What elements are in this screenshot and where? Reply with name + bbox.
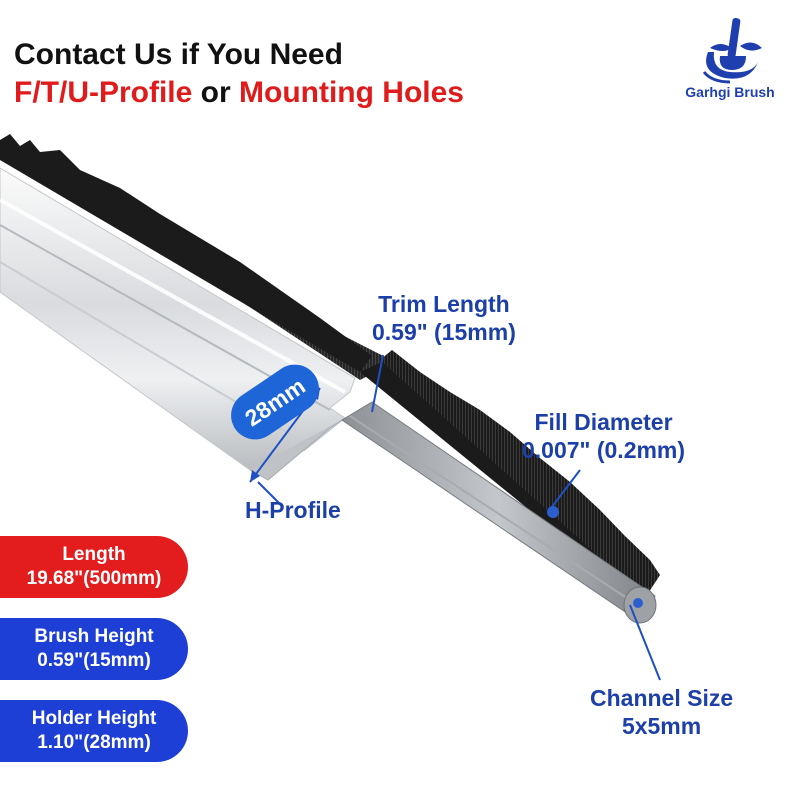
spec-length: Length 19.68"(500mm) [0, 536, 188, 598]
trim-length-value: 0.59" (15mm) [372, 319, 516, 345]
channel-size-callout: Channel Size 5x5mm [590, 684, 733, 740]
spec-holder-height-label: Holder Height [31, 708, 157, 729]
spec-brush-height: Brush Height 0.59"(15mm) [0, 618, 188, 680]
brand-name: Garhgi Brush [685, 84, 775, 100]
fill-diameter-value: 0.007" (0.2mm) [522, 437, 686, 463]
headline-holes-text: Mounting Holes [239, 76, 464, 109]
channel-size-leader [629, 604, 661, 681]
spec-length-label: Length [62, 544, 126, 565]
spec-length-value: 19.68"(500mm) [26, 568, 162, 589]
trim-length-label: Trim Length [378, 291, 510, 317]
trim-length-leader [371, 354, 384, 413]
fill-diameter-label: Fill Diameter [534, 409, 673, 435]
brand-logo: Garhgi Brush [670, 12, 790, 112]
channel-size-value: 5x5mm [621, 713, 702, 739]
profile-width-badge-bg [231, 364, 319, 440]
spec-brush-height-label: Brush Height [34, 626, 154, 647]
spec-holder-height-value: 1.10"(28mm) [37, 732, 151, 753]
spec-brush-height-value: 0.59"(15mm) [37, 650, 151, 671]
spec-holder-height: Holder Height 1.10"(28mm) [0, 700, 188, 762]
headline: Contact Us if You Need F/T/U-Profile or … [14, 36, 464, 112]
headline-profile-text: F/T/U-Profile [14, 76, 193, 109]
brush-logo-icon [702, 18, 762, 84]
h-profile-callout: H-Profile [245, 497, 341, 523]
trim-length-callout: Trim Length 0.59" (15mm) [372, 290, 516, 346]
headline-line-1: Contact Us if You Need [14, 38, 343, 71]
fill-diameter-leader [547, 469, 581, 513]
headline-line-2: F/T/U-Profile or Mounting Holes [14, 74, 464, 112]
channel-size-label: Channel Size [590, 685, 734, 711]
brush-channel [341, 401, 656, 623]
fill-diameter-callout: Fill Diameter 0.007" (0.2mm) [522, 408, 685, 464]
headline-connector: or [192, 76, 240, 109]
